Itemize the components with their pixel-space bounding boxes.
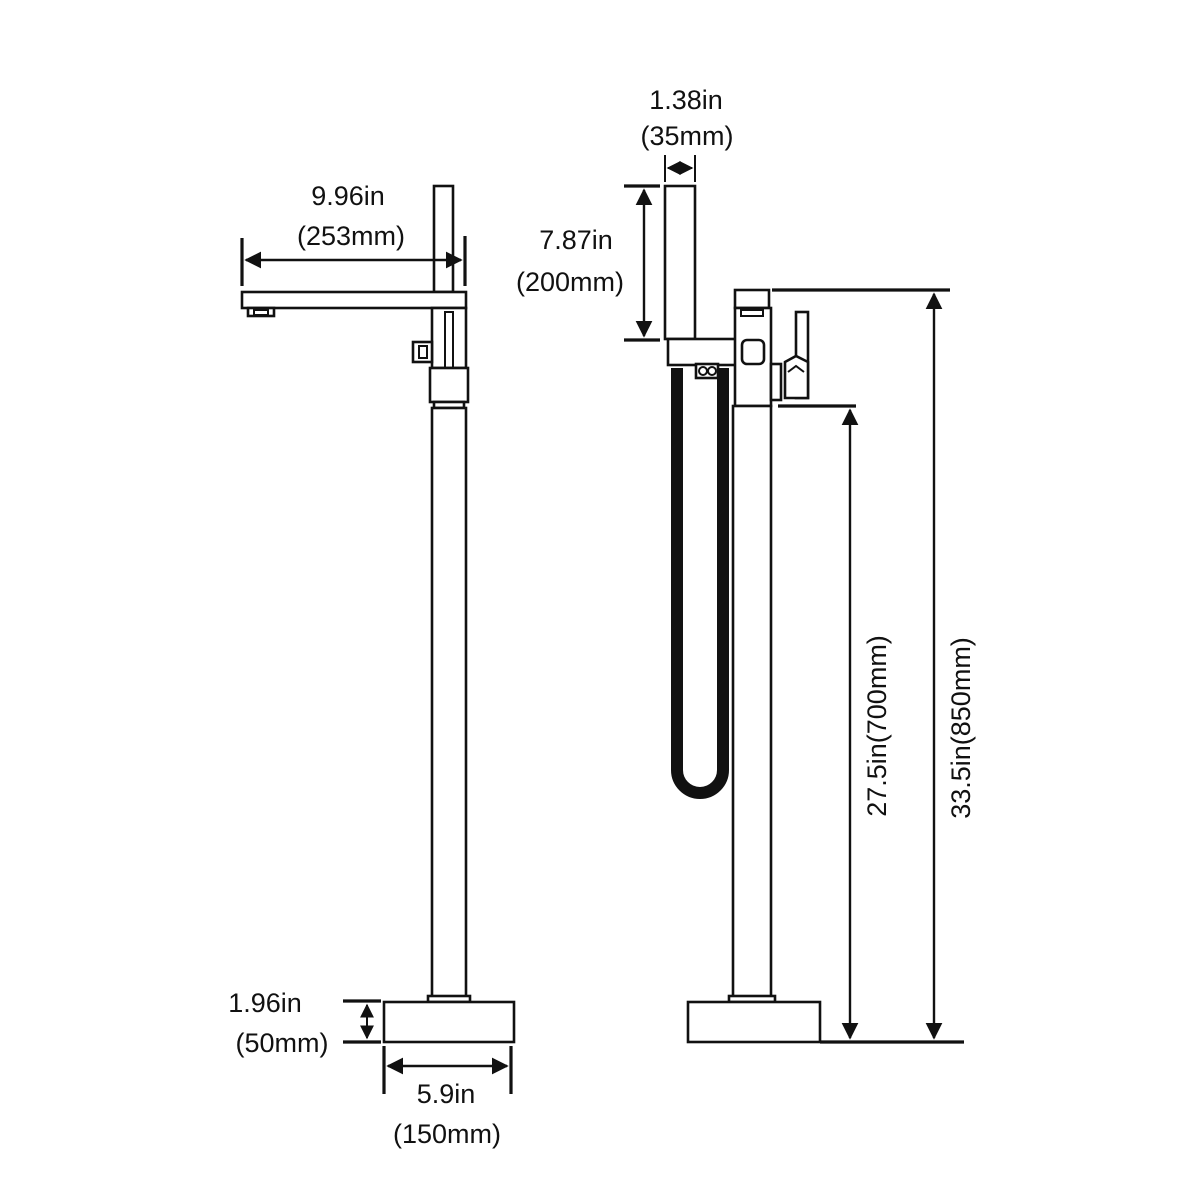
- side-view: 1.38in (35mm) 7.87in (200mm) 33.5in(850m…: [516, 85, 976, 1044]
- side-hand-shower: [663, 184, 697, 341]
- base-height-metric: (50mm): [236, 1028, 329, 1058]
- front-mixer-housing: [428, 366, 470, 404]
- side-shower-holder: [666, 337, 738, 367]
- front-hand-shower: [432, 184, 455, 294]
- side-spout-top: [733, 288, 771, 310]
- front-riser-pipe: [430, 406, 468, 1002]
- hand-shower-length-metric: (200mm): [516, 267, 624, 297]
- spout-height-label: 27.5in(700mm): [862, 635, 892, 817]
- spout-reach-metric: (253mm): [297, 221, 405, 251]
- shower-hose: [671, 368, 729, 799]
- hand-shower-width-metric: (35mm): [641, 121, 734, 151]
- base-width-imperial: 5.9in: [417, 1079, 476, 1109]
- side-base: [686, 1000, 822, 1044]
- spout-reach-imperial: 9.96in: [311, 181, 385, 211]
- hand-shower-width-imperial: 1.38in: [649, 85, 723, 115]
- side-diverter-button: [740, 338, 766, 366]
- front-view: 9.96in (253mm) 1.96in (50mm) 5.9in (150m…: [228, 181, 516, 1149]
- front-spout: [240, 290, 468, 310]
- base-height-imperial: 1.96in: [228, 988, 302, 1018]
- hand-shower-length-imperial: 7.87in: [539, 225, 613, 255]
- front-base: [382, 1000, 516, 1044]
- total-height-label: 33.5in(850mm): [946, 637, 976, 819]
- side-riser-pipe: [731, 404, 773, 1002]
- base-width-metric: (150mm): [393, 1119, 501, 1149]
- front-mixer-body: [430, 306, 468, 370]
